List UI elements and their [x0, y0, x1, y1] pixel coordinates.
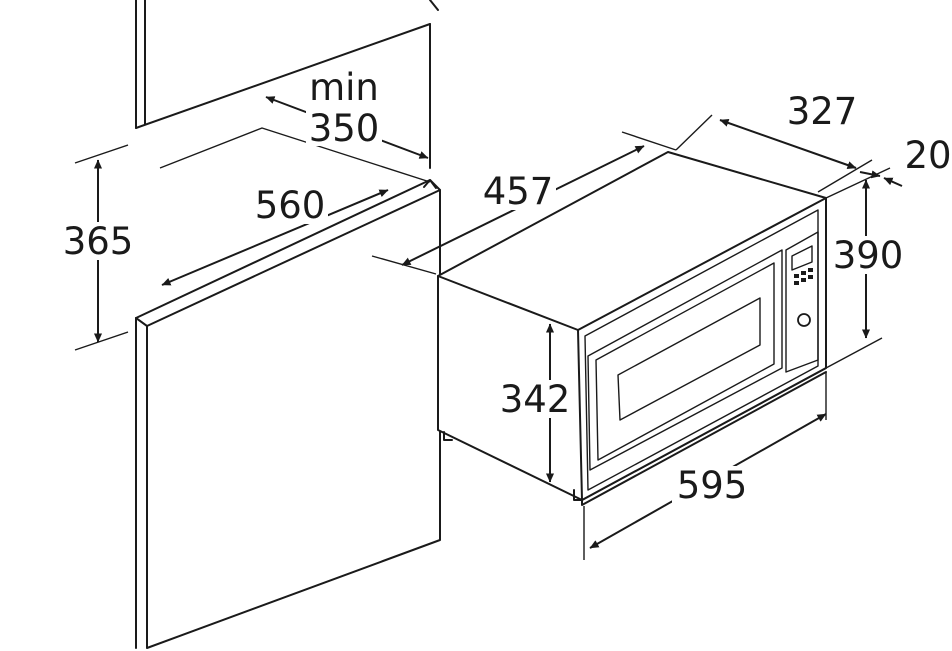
label-457: 457: [483, 170, 554, 213]
label-327: 327: [787, 90, 858, 133]
label-20: 20: [904, 134, 951, 177]
label-390: 390: [833, 234, 904, 277]
label-350: 350: [309, 107, 380, 150]
label-595: 595: [677, 464, 748, 507]
dial-knob-icon: [797, 313, 811, 327]
label-560: 560: [255, 184, 326, 227]
label-min: min: [309, 66, 379, 109]
upper-cabinet: [135, 0, 439, 169]
button-row-icon: [794, 268, 813, 285]
lower-cabinet: [135, 127, 441, 649]
label-365: 365: [63, 220, 134, 263]
label-342: 342: [500, 378, 571, 421]
dimension-labels: min 350 560 365 457 327 20 390 342 595: [58, 66, 952, 507]
control-panel: [785, 231, 819, 373]
